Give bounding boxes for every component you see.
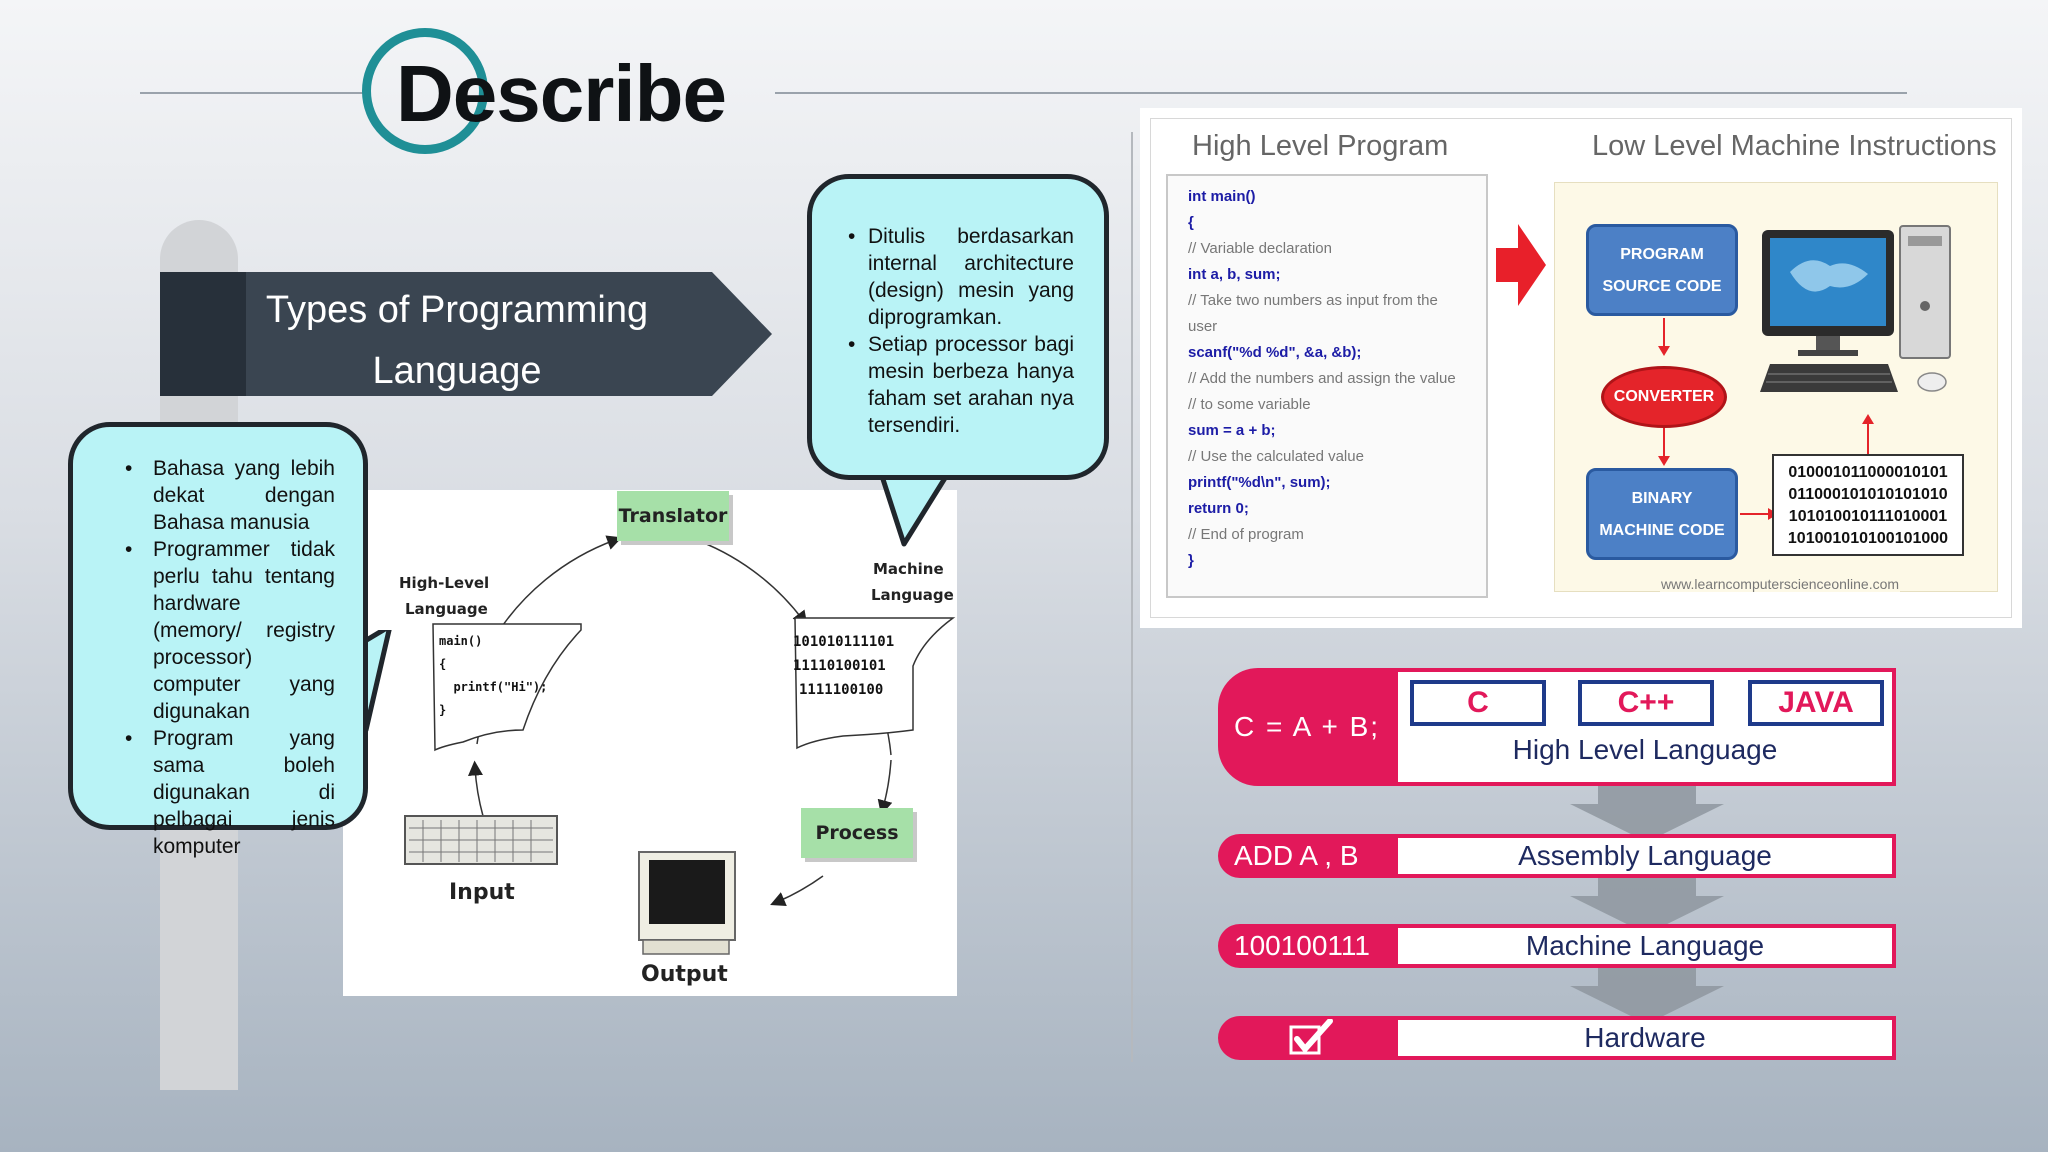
checkbox-check-icon: [1289, 1019, 1333, 1055]
bubble-high-level-description: Bahasa yang lebih dekat dengan Bahasa ma…: [68, 422, 368, 858]
down-arrow-3: [1570, 968, 1724, 1024]
high-level-program-heading: High Level Program: [1192, 130, 1449, 162]
language-badge-java: JAVA: [1748, 680, 1884, 726]
bubble-left-item: Program yang sama boleh digunakan di pel…: [125, 725, 335, 860]
banner-line-1: Types of Programming: [265, 289, 649, 331]
hardware-box: Hardware: [1394, 1016, 1896, 1060]
binary-value: 101001010100101000: [1787, 530, 1949, 547]
code-line: // Variable declaration: [1188, 240, 1332, 257]
binary-box-line-2: MACHINE CODE: [1599, 522, 1725, 539]
code-line: sum = a + b;: [1188, 422, 1276, 439]
code-line: // Add the numbers and assign the value: [1188, 370, 1456, 387]
low-level-heading: Low Level Machine Instructions: [1592, 130, 1997, 162]
high-level-label-1: High-Level: [399, 574, 490, 592]
binary-value: 011000101010101010: [1788, 486, 1948, 503]
cycle-binary-line: 101010111101: [793, 634, 895, 650]
program-box-line-1: PROGRAM: [1620, 246, 1704, 263]
bubble-left-item: Bahasa yang lebih dekat dengan Bahasa ma…: [125, 455, 335, 536]
program-box-line-2: SOURCE CODE: [1602, 278, 1722, 295]
language-badge-cpp: C++: [1578, 680, 1714, 726]
compilation-cycle-diagram: Translator High-Level Language Machine L…: [343, 490, 957, 996]
monitor-icon: [639, 852, 735, 954]
section-banner: [160, 272, 772, 396]
code-line: // to some variable: [1188, 396, 1311, 413]
cycle-binary-line: 11110100101: [793, 658, 886, 674]
bubble-right-tail: [877, 470, 953, 547]
binary-box-line-1: BINARY: [1631, 490, 1693, 507]
bubble-left-item: Programmer tidak perlu tahu tentang hard…: [125, 536, 335, 725]
converter-oval: CONVERTER: [1601, 366, 1727, 428]
source-url: www.learncomputerscienceonline.com: [1660, 576, 1900, 592]
title-ring-decoration: [362, 28, 488, 154]
cycle-code-line: {: [439, 657, 447, 671]
code-line: // Use the calculated value: [1188, 448, 1364, 465]
machine-language-box: Machine Language: [1394, 924, 1896, 968]
vertical-divider: [1131, 132, 1133, 1062]
figure-frame: [1150, 118, 2012, 618]
code-line: }: [1188, 552, 1194, 569]
language-badge-c: C: [1410, 680, 1546, 726]
machine-language-label: Machine Language: [1525, 930, 1765, 961]
cycle-binary-line: 1111100100: [799, 682, 884, 698]
code-line: // Take two numbers as input from the: [1188, 292, 1438, 309]
code-line: printf("%d\n", sum);: [1188, 474, 1331, 491]
bubble-low-level-description: Ditulis berdasarkan internal architectur…: [807, 174, 1109, 480]
binary-value: 010001011000010101: [1788, 464, 1948, 481]
banner-line-2: Language: [372, 350, 542, 392]
high-level-language-box: High Level Language: [1394, 668, 1896, 786]
hardware-label: Hardware: [1584, 1022, 1706, 1053]
down-arrow-2: [1570, 878, 1724, 934]
high-level-language-label: High Level Language: [1512, 734, 1778, 765]
code-line: int main(): [1188, 188, 1256, 205]
code-line: int a, b, sum;: [1188, 266, 1281, 283]
machine-language-label-1: Machine: [873, 560, 944, 578]
output-label: Output: [641, 962, 728, 987]
bubble-right-item: Setiap processor bagi mesin berbeza hany…: [848, 331, 1074, 439]
code-line: // End of program: [1188, 526, 1304, 543]
code-line: user: [1188, 318, 1218, 335]
bubble-right-item: Ditulis berdasarkan internal architectur…: [848, 223, 1074, 331]
code-line: scanf("%d %d", &a, &b);: [1188, 344, 1362, 361]
binary-output-box: 010001011000010101 011000101010101010 10…: [1772, 454, 1964, 556]
process-box: Process: [801, 808, 913, 858]
slide-title: Describe: [396, 49, 727, 138]
input-label: Input: [449, 880, 515, 905]
assembly-language-label: Assembly Language: [1518, 840, 1772, 871]
cycle-code-snippet: main() { printf("Hi"); }: [439, 630, 547, 722]
section-banner-title: Types of Programming Language: [232, 280, 682, 402]
machine-example: 100100111: [1218, 924, 1404, 968]
header-rule-right: [775, 92, 1907, 94]
cycle-code-line: main(): [439, 634, 483, 648]
hardware-example: [1218, 1016, 1404, 1060]
cycle-arrows: [404, 535, 956, 955]
cycle-code-line: printf("Hi");: [439, 680, 548, 694]
desktop-computer-icon: [1760, 225, 1951, 392]
source-code-panel: [1166, 174, 1488, 598]
assembly-example: ADD A , B: [1218, 834, 1404, 878]
down-arrow-1: [1570, 786, 1724, 842]
keyboard-icon: [405, 816, 557, 864]
machine-language-label-2: Language: [871, 586, 954, 604]
output-arrows: [1740, 414, 1874, 520]
high-level-label-2: Language: [405, 600, 488, 618]
cycle-binary-snippet: 101010111101 11110100101 1111100100: [793, 630, 894, 702]
cycle-code-line: }: [439, 703, 447, 717]
code-line: return 0;: [1188, 500, 1249, 517]
assembly-language-box: Assembly Language: [1394, 834, 1896, 878]
program-source-code-box: PROGRAM SOURCE CODE: [1586, 224, 1738, 316]
high-level-example: C = A + B;: [1218, 668, 1404, 786]
flow-arrows-vertical: [1658, 318, 1670, 466]
translator-box: Translator: [617, 491, 729, 541]
code-line: {: [1188, 214, 1194, 231]
translate-arrow-icon: [1496, 224, 1546, 306]
header-rule-left: [140, 92, 368, 94]
binary-value: 101010010111010001: [1788, 508, 1948, 525]
binary-machine-code-box: BINARY MACHINE CODE: [1586, 468, 1738, 560]
